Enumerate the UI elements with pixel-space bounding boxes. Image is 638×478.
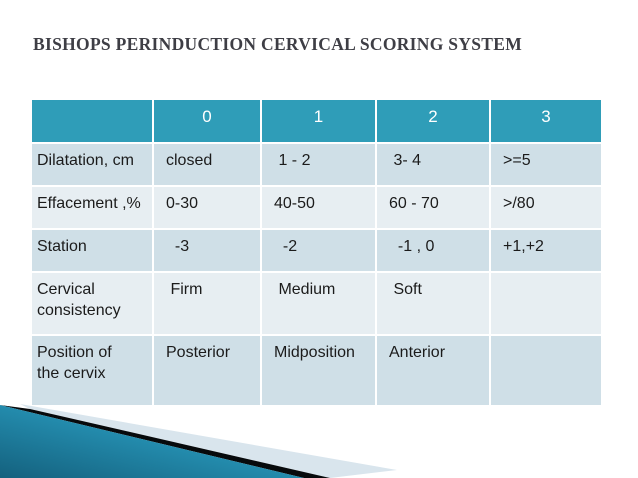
- table-row-dilatation: Dilatation, cm closed 1 - 2 3- 4 >=5: [32, 144, 601, 185]
- table-cell: closed: [154, 144, 260, 185]
- table-cell: [491, 273, 601, 334]
- table-cell: Medium: [262, 273, 375, 334]
- header-cell-score-3: 3: [491, 100, 601, 142]
- table-row-cervical-consistency: Cervical consistency Firm Medium Soft: [32, 273, 601, 334]
- row-label: Position of the cervix: [32, 336, 152, 405]
- table-cell: 1 - 2: [262, 144, 375, 185]
- row-label: Effacement ,%: [32, 187, 152, 228]
- table-cell: Firm: [154, 273, 260, 334]
- table-cell: 60 - 70: [377, 187, 489, 228]
- row-label: Dilatation, cm: [32, 144, 152, 185]
- table-cell: 3- 4: [377, 144, 489, 185]
- row-label: Station: [32, 230, 152, 271]
- table-row-effacement: Effacement ,% 0-30 40-50 60 - 70 >/80: [32, 187, 601, 228]
- table-cell: 0-30: [154, 187, 260, 228]
- table-cell: Posterior: [154, 336, 260, 405]
- table-cell: Anterior: [377, 336, 489, 405]
- bishop-score-table: 0 1 2 3 Dilatation, cm closed 1 - 2 3- 4…: [30, 98, 603, 407]
- wedge-pale-shape: [20, 404, 397, 478]
- wedge-teal-shape: [0, 405, 304, 478]
- table-header-row: 0 1 2 3: [32, 100, 601, 142]
- table-row-position-of-cervix: Position of the cervix Posterior Midposi…: [32, 336, 601, 405]
- table-cell: >=5: [491, 144, 601, 185]
- table-cell: Midposition: [262, 336, 375, 405]
- corner-decoration-wedge: [0, 404, 397, 478]
- wedge-black-stripe: [0, 405, 330, 478]
- table-cell: -3: [154, 230, 260, 271]
- header-cell-score-1: 1: [262, 100, 375, 142]
- table-row-station: Station -3 -2 -1 , 0 +1,+2: [32, 230, 601, 271]
- slide-title: BISHOPS PERINDUCTION CERVICAL SCORING SY…: [33, 34, 523, 54]
- table-cell: Soft: [377, 273, 489, 334]
- table-cell: +1,+2: [491, 230, 601, 271]
- header-cell-score-0: 0: [154, 100, 260, 142]
- header-cell-empty: [32, 100, 152, 142]
- header-cell-score-2: 2: [377, 100, 489, 142]
- table-cell: 40-50: [262, 187, 375, 228]
- row-label: Cervical consistency: [32, 273, 152, 334]
- table-cell: -1 , 0: [377, 230, 489, 271]
- table-cell: -2: [262, 230, 375, 271]
- table-cell: [491, 336, 601, 405]
- table-cell: >/80: [491, 187, 601, 228]
